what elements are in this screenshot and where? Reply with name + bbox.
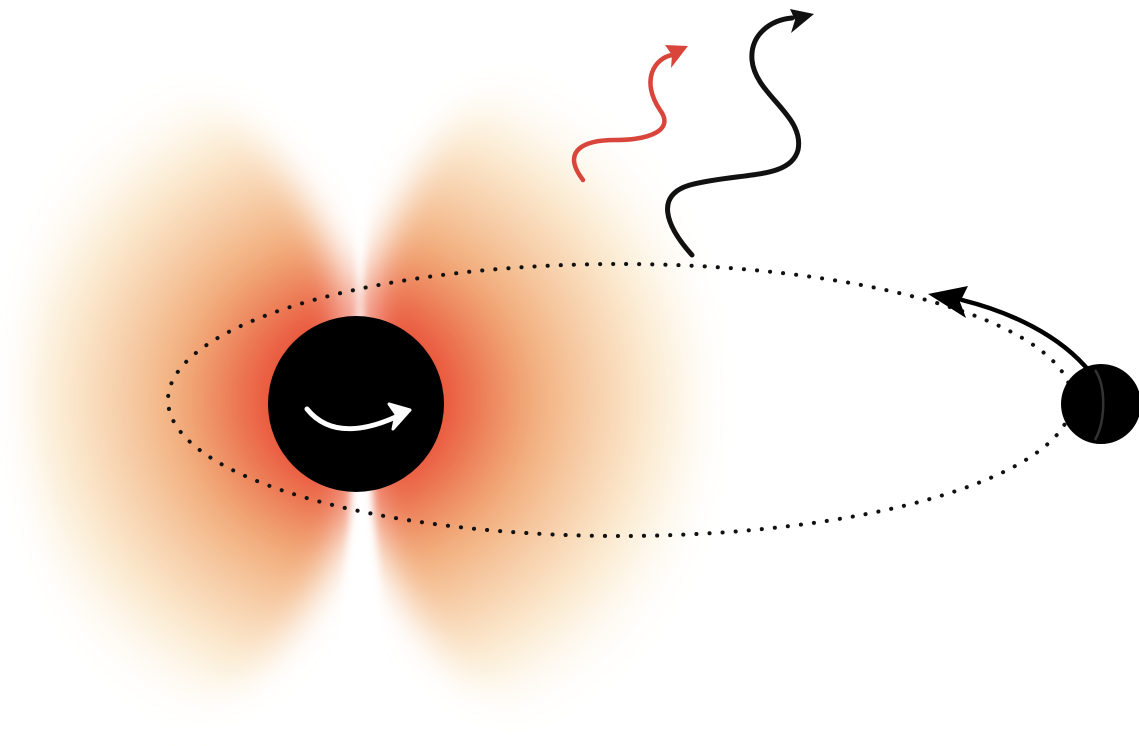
- rotating-black-hole: [268, 316, 444, 492]
- black-wavy-arrow: [668, 9, 814, 255]
- arrowhead-icon: [790, 9, 814, 33]
- companion-body: [1061, 364, 1139, 444]
- companion-motion-arrow: [928, 286, 1090, 372]
